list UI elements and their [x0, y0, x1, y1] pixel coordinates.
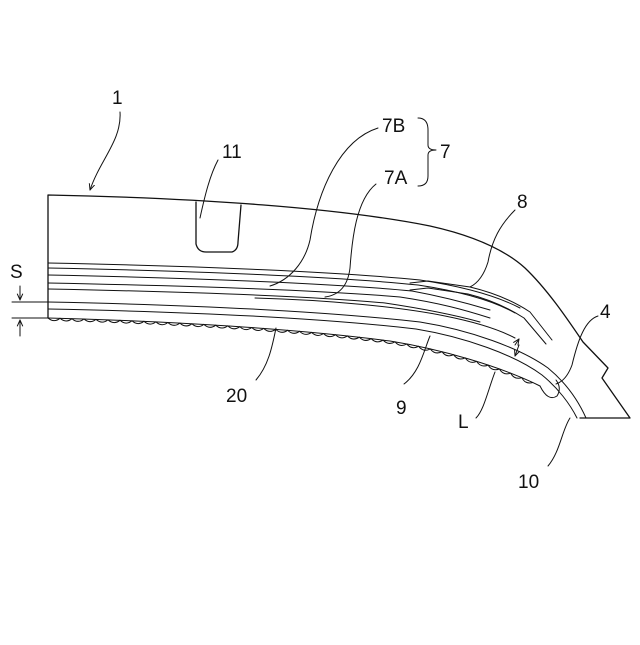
- leader-10: [548, 418, 570, 466]
- carcass-line-2: [48, 309, 577, 418]
- label-11: 11: [222, 142, 242, 163]
- inner-liner-scallop: [48, 318, 533, 383]
- inner-liner-bumps: [48, 318, 533, 383]
- leader-20: [256, 328, 276, 380]
- label-10: 10: [518, 472, 539, 493]
- label-9: 9: [396, 398, 407, 419]
- leader-11: [200, 160, 218, 218]
- label-7: 7: [440, 142, 451, 163]
- label-8: 8: [517, 192, 528, 213]
- leader-1: [90, 112, 120, 190]
- label-7b: 7B: [382, 116, 405, 137]
- label-7a: 7A: [384, 168, 408, 189]
- label-s: S: [10, 262, 23, 283]
- carcass-line-1: [48, 302, 586, 418]
- leader-7a: [325, 184, 376, 297]
- label-4: 4: [600, 302, 611, 323]
- leader-8: [470, 210, 515, 287]
- tread-groove: [196, 202, 241, 252]
- label-l: L: [458, 412, 469, 433]
- label-1: 1: [112, 88, 123, 109]
- leader-9: [404, 336, 430, 384]
- label-20: 20: [226, 386, 247, 407]
- leader-4: [556, 316, 598, 384]
- dimension-s: [12, 286, 48, 336]
- tread-outer-surface: [48, 195, 630, 418]
- bracket-7: [418, 118, 436, 186]
- dimension-l: [476, 339, 519, 418]
- inner-liner-layer: [48, 318, 540, 386]
